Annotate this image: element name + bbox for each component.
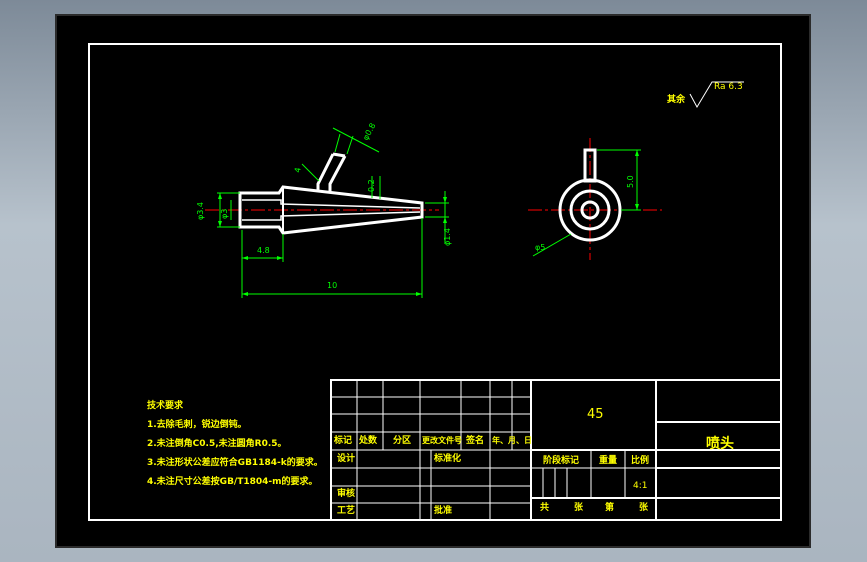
part-name: 喷头 [706, 436, 734, 452]
drawing-canvas [88, 43, 782, 521]
inner-circle [580, 200, 600, 220]
label-sheet-no: 第 [605, 503, 615, 513]
rev-header-zone: 分区 [393, 436, 412, 446]
roughness-value: Ra 6.3 [714, 82, 743, 92]
nozzle-outline [238, 185, 424, 235]
rev-header-count: 处数 [359, 436, 378, 446]
label-standardize: 标准化 [434, 454, 462, 464]
material: 45 [587, 407, 604, 422]
dim-shank-len: 4.8 [257, 246, 270, 255]
scale-value: 4:1 [633, 481, 648, 491]
roughness-prefix: 其余 [667, 95, 686, 105]
label-scale: 比例 [631, 456, 650, 466]
label-sheet-unit: 张 [639, 503, 649, 513]
label-review: 审核 [337, 489, 356, 499]
label-weight: 重量 [599, 456, 618, 466]
label-process: 工艺 [337, 506, 356, 516]
label-total: 共 [540, 503, 550, 513]
label-stage-mark: 阶段标记 [543, 456, 580, 466]
side-tube-left [316, 153, 335, 190]
tech-item: 2.未注倒角C0.5,未注圆角R0.5。 [147, 439, 287, 449]
tech-title: 技术要求 [147, 401, 184, 411]
tech-item: 3.未注形状公差应符合GB1184-k的要求。 [147, 458, 323, 468]
tech-requirements: 技术要求 1.去除毛刺，锐边倒钝。 2.未注倒角C0.5,未注圆角R0.5。 3… [147, 397, 323, 492]
front-view [205, 127, 449, 298]
title-block [330, 379, 782, 521]
roughness-symbol [689, 81, 744, 109]
dim-height: 5.0 [626, 175, 635, 188]
tech-item: 4.未注尺寸公差按GB/T1804-m的要求。 [147, 477, 318, 487]
side-view [528, 138, 662, 260]
dim-total-len: 10 [327, 281, 338, 290]
dim-outer-dia: φ3.4 [196, 202, 205, 220]
tube-top [583, 148, 597, 183]
dim-inner-dia: φ3 [220, 208, 229, 219]
label-approve: 批准 [434, 506, 453, 516]
cad-viewport[interactable]: .t { position:absolute; white-space:nowr… [55, 14, 811, 548]
rev-header-mark: 标记 [334, 436, 353, 446]
dim-wall: 0.2 [367, 179, 376, 192]
rev-header-date: 年、月、日 [492, 436, 532, 445]
label-design: 设计 [337, 454, 356, 464]
rev-header-sign: 签名 [466, 436, 485, 446]
middle-circle [569, 189, 611, 231]
rev-header-doc: 更改文件号 [422, 436, 462, 445]
dim-tip-dia: φ1.4 [443, 228, 452, 246]
label-sheets: 张 [574, 503, 584, 513]
dim-circle-dia: φ5 [535, 243, 546, 252]
side-tube-right [328, 155, 347, 191]
tech-item: 1.去除毛刺，锐边倒钝。 [147, 420, 247, 430]
